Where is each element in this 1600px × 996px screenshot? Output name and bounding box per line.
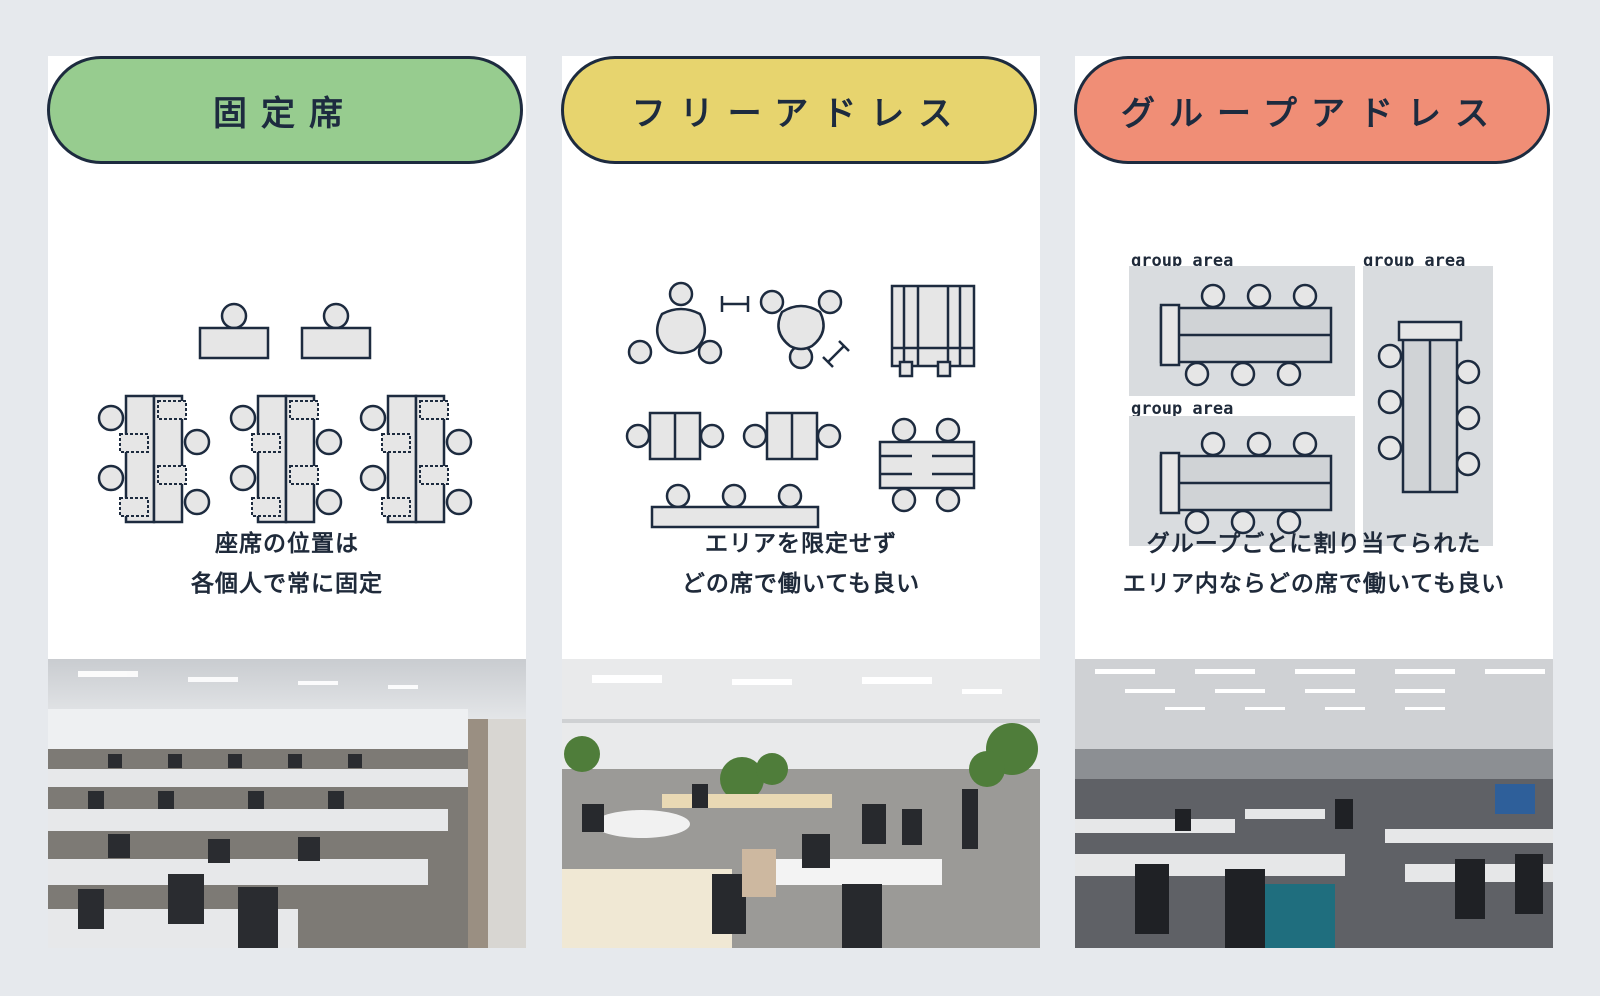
- group-address-office-photo: [1075, 659, 1553, 948]
- group-area-label: group area: [1131, 399, 1233, 419]
- caption-line-1: グループごとに割り当てられた: [1146, 531, 1482, 557]
- caption-line-2: どの席で働いても良い: [681, 571, 921, 597]
- fixed-seat-office-photo: [48, 659, 526, 948]
- free-address-caption: エリアを限定せず どの席で働いても良い: [562, 524, 1040, 604]
- caption-line-1: エリアを限定せず: [705, 531, 897, 557]
- free-address-office-photo: [562, 659, 1040, 948]
- free-address-diagram: [625, 281, 976, 529]
- caption-line-1: 座席の位置は: [215, 531, 359, 557]
- fixed-seat-diagram: [97, 302, 473, 524]
- group-address-caption: グループごとに割り当てられた エリア内ならどの席で働いても良い: [1075, 524, 1553, 604]
- free-address-title: フリーアドレス: [561, 56, 1037, 164]
- fixed-seat-title: 固定席: [47, 56, 523, 164]
- caption-line-2: エリア内ならどの席で働いても良い: [1122, 571, 1506, 597]
- fixed-seat-caption: 座席の位置は 各個人で常に固定: [48, 524, 526, 604]
- group-address-diagram: group area group area group area: [1129, 251, 1493, 546]
- free-address-card: フリーアドレス: [561, 56, 1040, 948]
- group-address-title: グループアドレス: [1074, 56, 1550, 164]
- caption-line-2: 各個人で常に固定: [191, 571, 383, 597]
- fixed-seat-card: 固定席 座席の位置は 各個人で常に固定: [47, 56, 526, 948]
- group-address-card: グループアドレス group area group area group are…: [1074, 56, 1553, 948]
